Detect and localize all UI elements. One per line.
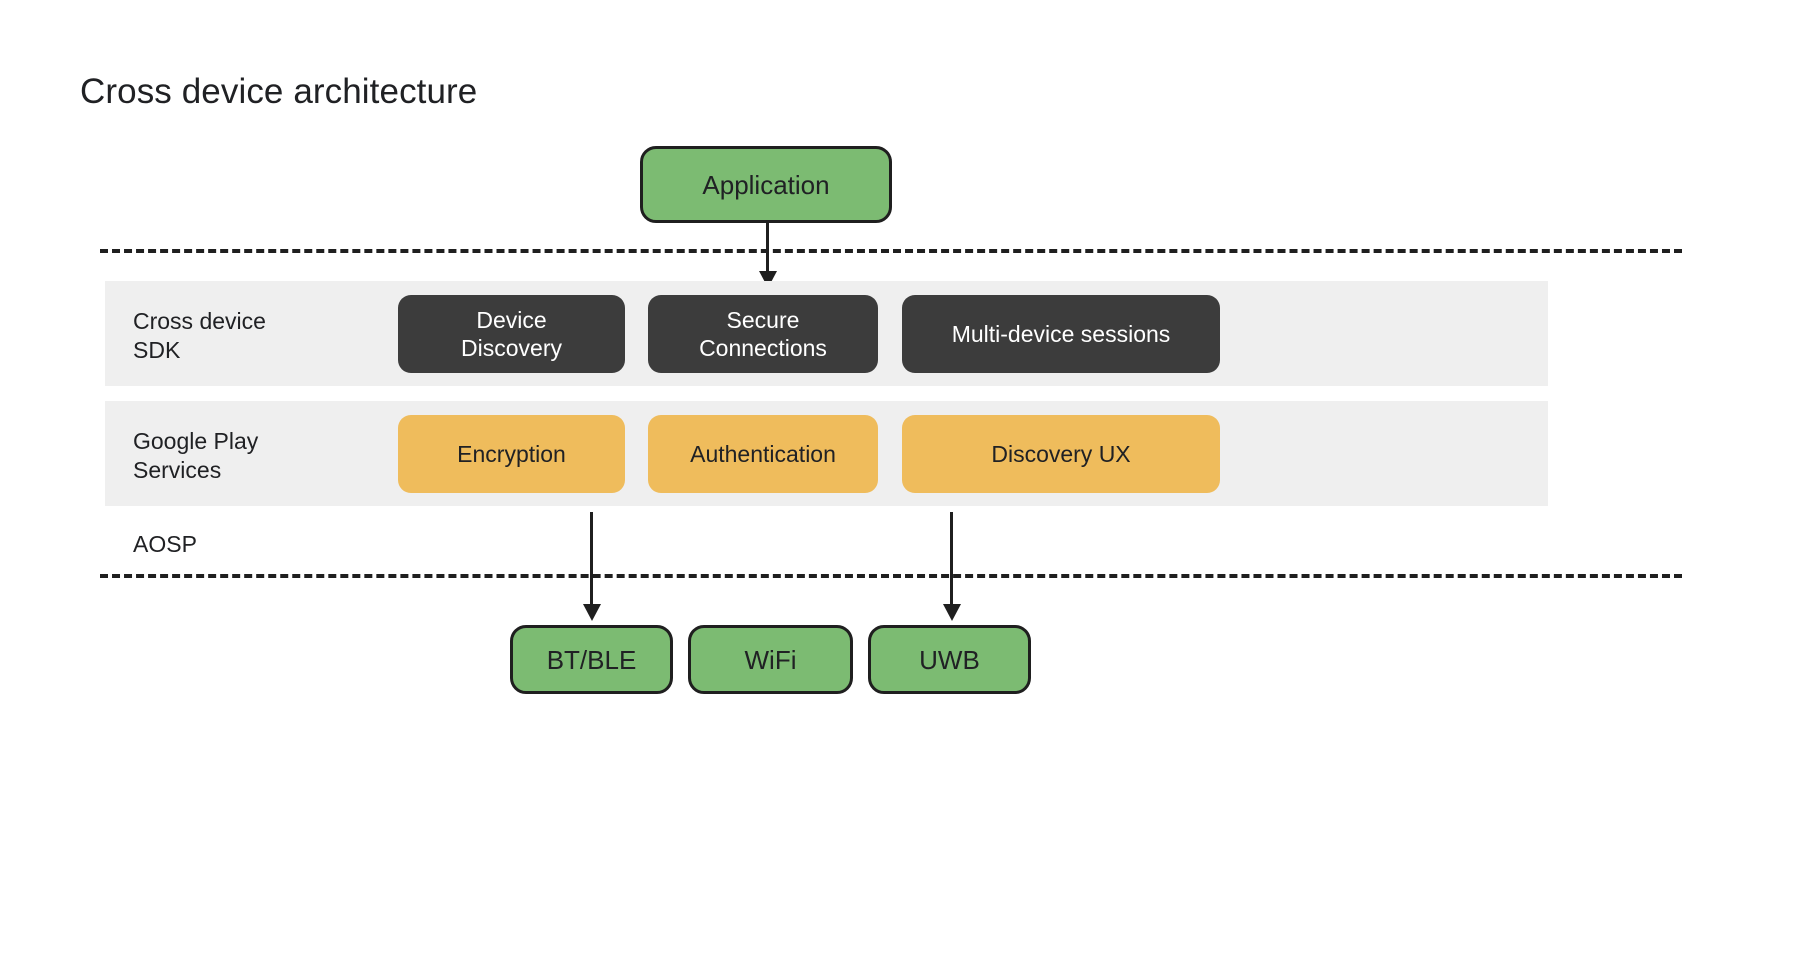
arrow-shaft <box>950 512 953 606</box>
transport-uwb: UWB <box>868 625 1031 694</box>
module-authentication: Authentication <box>648 415 878 493</box>
module-multi-device-sessions: Multi-device sessions <box>902 295 1220 373</box>
module-device-discovery: Device Discovery <box>398 295 625 373</box>
layer-band-cross-device-sdk: Cross device SDK Device Discovery Secure… <box>105 281 1548 386</box>
transport-bt-ble: BT/BLE <box>510 625 673 694</box>
application-box: Application <box>640 146 892 223</box>
page-title: Cross device architecture <box>80 72 478 111</box>
arrow-head <box>943 604 961 621</box>
module-encryption: Encryption <box>398 415 625 493</box>
arrow-shaft <box>766 223 769 273</box>
layer-label-google-play-services: Google Play Services <box>133 428 259 483</box>
layer-label-cross-device-sdk: Cross device SDK <box>133 308 266 363</box>
module-discovery-ux: Discovery UX <box>902 415 1220 493</box>
layer-band-google-play-services: Google Play Services Encryption Authenti… <box>105 401 1548 506</box>
module-secure-connections: Secure Connections <box>648 295 878 373</box>
layer-label-aosp: AOSP <box>133 531 197 557</box>
transport-wifi: WiFi <box>688 625 853 694</box>
dashed-divider-top <box>100 249 1682 253</box>
dashed-divider-bottom <box>100 574 1682 578</box>
arrow-shaft <box>590 512 593 606</box>
arrow-head <box>583 604 601 621</box>
